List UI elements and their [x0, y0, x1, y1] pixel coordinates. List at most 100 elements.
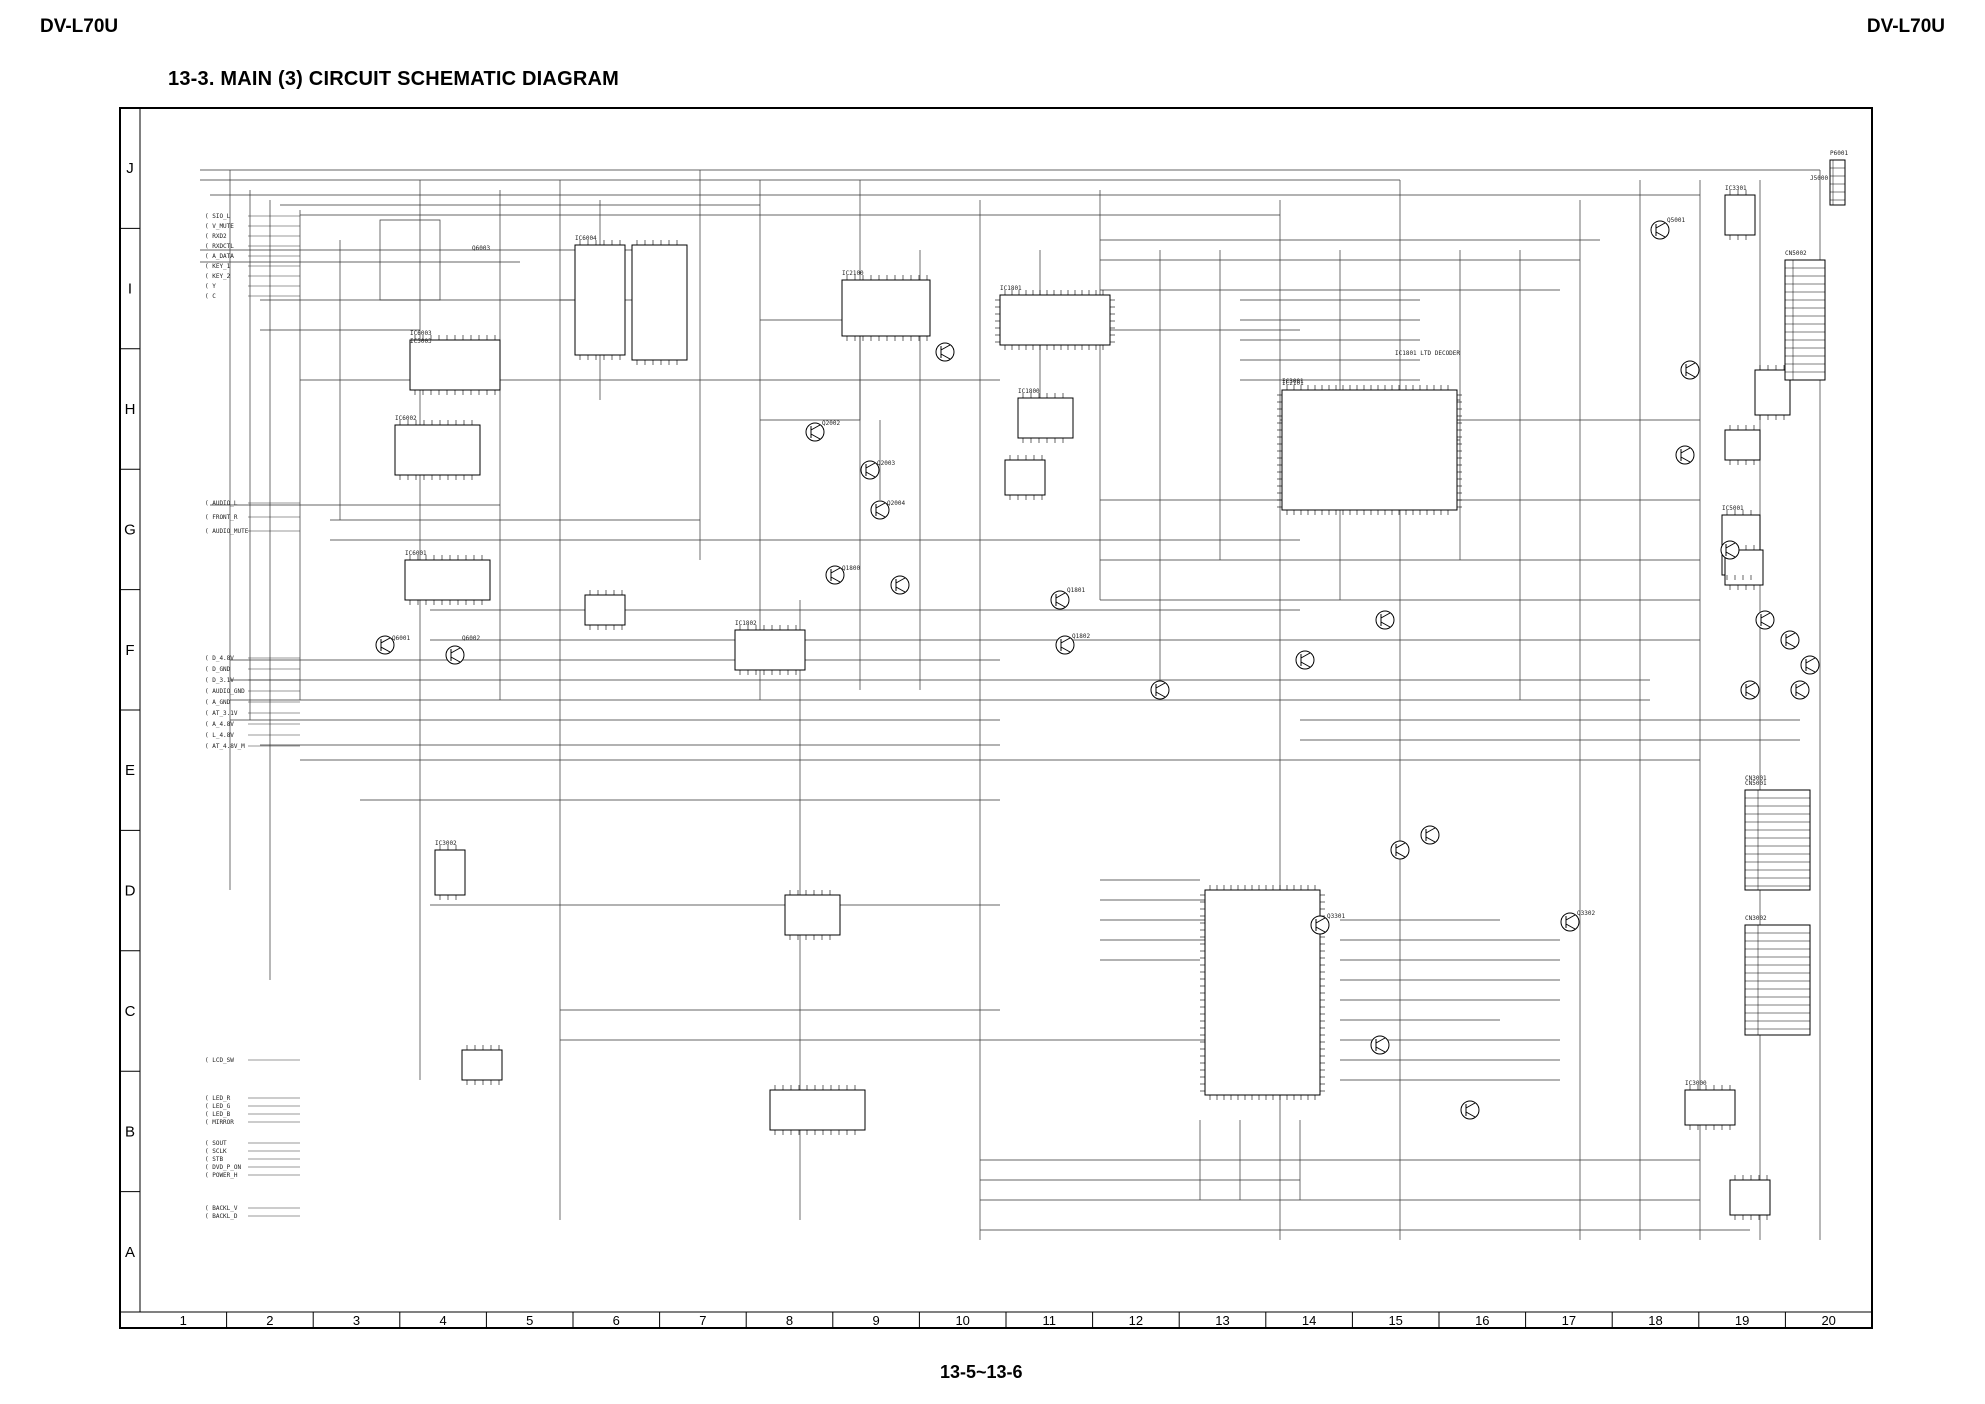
transistor-symbol — [1680, 360, 1700, 380]
signal-label: ( D_GND — [205, 666, 231, 673]
transistor-symbol — [1370, 1035, 1390, 1055]
signal-label: ( KEY_1 — [205, 263, 231, 270]
connector-label: CN5002 — [1785, 250, 1807, 257]
column-label-5: 5 — [526, 1313, 533, 1328]
row-dividers — [120, 227, 140, 1193]
diagram-title: 13-3. MAIN (3) CIRCUIT SCHEMATIC DIAGRAM — [168, 68, 619, 90]
column-label-15: 15 — [1388, 1313, 1402, 1328]
ic-label: IC3001 — [1282, 378, 1304, 385]
signal-label: ( SCLK — [205, 1148, 227, 1155]
column-label-17: 17 — [1562, 1313, 1576, 1328]
model-label-left: DV-L70U — [40, 16, 119, 37]
signal-label: ( LED_B — [205, 1111, 231, 1118]
row-label-C: C — [125, 1003, 136, 1020]
ic3001 — [434, 849, 466, 896]
transistor-label: Q6001 — [392, 635, 410, 642]
column-label-14: 14 — [1302, 1313, 1316, 1328]
signal-label: ( LED_G — [205, 1103, 231, 1110]
signal-label: ( AUDIO_GND — [205, 688, 245, 695]
column-label-10: 10 — [955, 1313, 969, 1328]
ic6006 — [584, 594, 626, 626]
row-label-A: A — [125, 1244, 135, 1261]
transistor-symbol — [890, 575, 910, 595]
column-label-20: 20 — [1821, 1313, 1835, 1328]
signal-label: ( AUDIO_MUTE — [205, 528, 249, 535]
ic3302 — [1729, 1179, 1771, 1216]
column-label-12: 12 — [1129, 1313, 1143, 1328]
column-label-8: 8 — [786, 1313, 793, 1328]
signal-label: ( A_DATA — [205, 253, 234, 260]
cn5002 — [1784, 259, 1826, 381]
signal-label: ( D_3.1V — [205, 677, 234, 684]
ic-label: IC6002 — [395, 415, 417, 422]
transistor-symbol — [445, 645, 465, 665]
ic1803 — [1004, 459, 1046, 496]
signal-label: ( SIO_L — [205, 213, 231, 220]
row-label-B: B — [125, 1123, 135, 1140]
signal-label: ( C — [205, 293, 216, 300]
signal-label: ( SOUT — [205, 1140, 227, 1147]
signal-label: ( A_4.8V — [205, 721, 234, 728]
signal-label: ( AUDIO_L — [205, 500, 238, 507]
ic2101 — [734, 629, 806, 671]
row-label-G: G — [124, 521, 136, 538]
cn3002 — [1744, 924, 1811, 1036]
connector-label: J5000 — [1810, 175, 1828, 182]
transistor-symbol — [1790, 680, 1810, 700]
transistor-symbol — [1420, 825, 1440, 845]
ic3002 — [784, 894, 841, 936]
transistor-symbol — [1460, 1100, 1480, 1120]
signal-label: ( RXD2 — [205, 233, 227, 240]
ic-label: IC3301 — [1725, 185, 1747, 192]
signal-label: ( A_GND — [205, 699, 231, 706]
column-label-19: 19 — [1735, 1313, 1749, 1328]
ic6005 — [631, 244, 688, 361]
column-dividers — [226, 1312, 1786, 1328]
ic-label: IC6001 — [405, 550, 427, 557]
ic6003 — [409, 339, 501, 391]
ic-label: IC6003 — [410, 330, 432, 337]
transistor-label: Q2004 — [887, 500, 905, 507]
transistor-symbol — [1295, 650, 1315, 670]
column-label-13: 13 — [1215, 1313, 1229, 1328]
right-connectors — [1744, 159, 1846, 1036]
left-connector-signals: ( SIO_L( V_MUTE( RXD2( RXDCTL( A_DATA( K… — [205, 213, 300, 1220]
p6001 — [1829, 159, 1846, 206]
ic-label: IC5003 — [410, 338, 432, 345]
transistor-symbol — [1800, 655, 1820, 675]
signal-label: ( L_4.8V — [205, 732, 234, 739]
column-label-11: 11 — [1043, 1313, 1057, 1328]
column-label-2: 2 — [266, 1313, 273, 1328]
ic6004 — [574, 244, 626, 356]
ic-label: IC3000 — [1685, 1080, 1707, 1087]
signal-label: ( BACKL_V — [205, 1205, 238, 1212]
transistor-symbol — [1375, 610, 1395, 630]
transistor-label: Q1801 — [1067, 587, 1085, 594]
signal-label: ( BACKL_D — [205, 1213, 238, 1220]
signal-label: ( V_MUTE — [205, 223, 234, 230]
signal-label: ( LED_R — [205, 1095, 231, 1102]
signal-label: ( DVD_P_ON — [205, 1164, 242, 1171]
ic-label: IC1800 — [1018, 388, 1040, 395]
transistor-label: Q2002 — [822, 420, 840, 427]
row-label-D: D — [125, 883, 136, 900]
connector-label: P6001 — [1830, 150, 1848, 157]
row-label-I: I — [128, 281, 132, 298]
cn5001 — [1744, 789, 1811, 891]
transistor-symbol — [935, 342, 955, 362]
signal-label: ( D_4.8V — [205, 655, 234, 662]
transistor-symbol — [1675, 445, 1695, 465]
transistor-label: Q2003 — [877, 460, 895, 467]
transistor-label: Q1800 — [842, 565, 860, 572]
component-labels: IC6003IC6002IC6001IC6004IC2100IC1801IC18… — [392, 150, 1848, 1087]
ic1801-ltd-decoder — [1281, 389, 1458, 511]
transistor-symbol — [1720, 540, 1740, 560]
ic-label: IC3002 — [435, 840, 457, 847]
signal-label: ( LCD_SW — [205, 1057, 234, 1064]
ic-label: IC5001 — [1722, 505, 1744, 512]
column-label-7: 7 — [699, 1313, 706, 1328]
row-label-J: J — [126, 160, 134, 177]
row-label-E: E — [125, 762, 135, 779]
